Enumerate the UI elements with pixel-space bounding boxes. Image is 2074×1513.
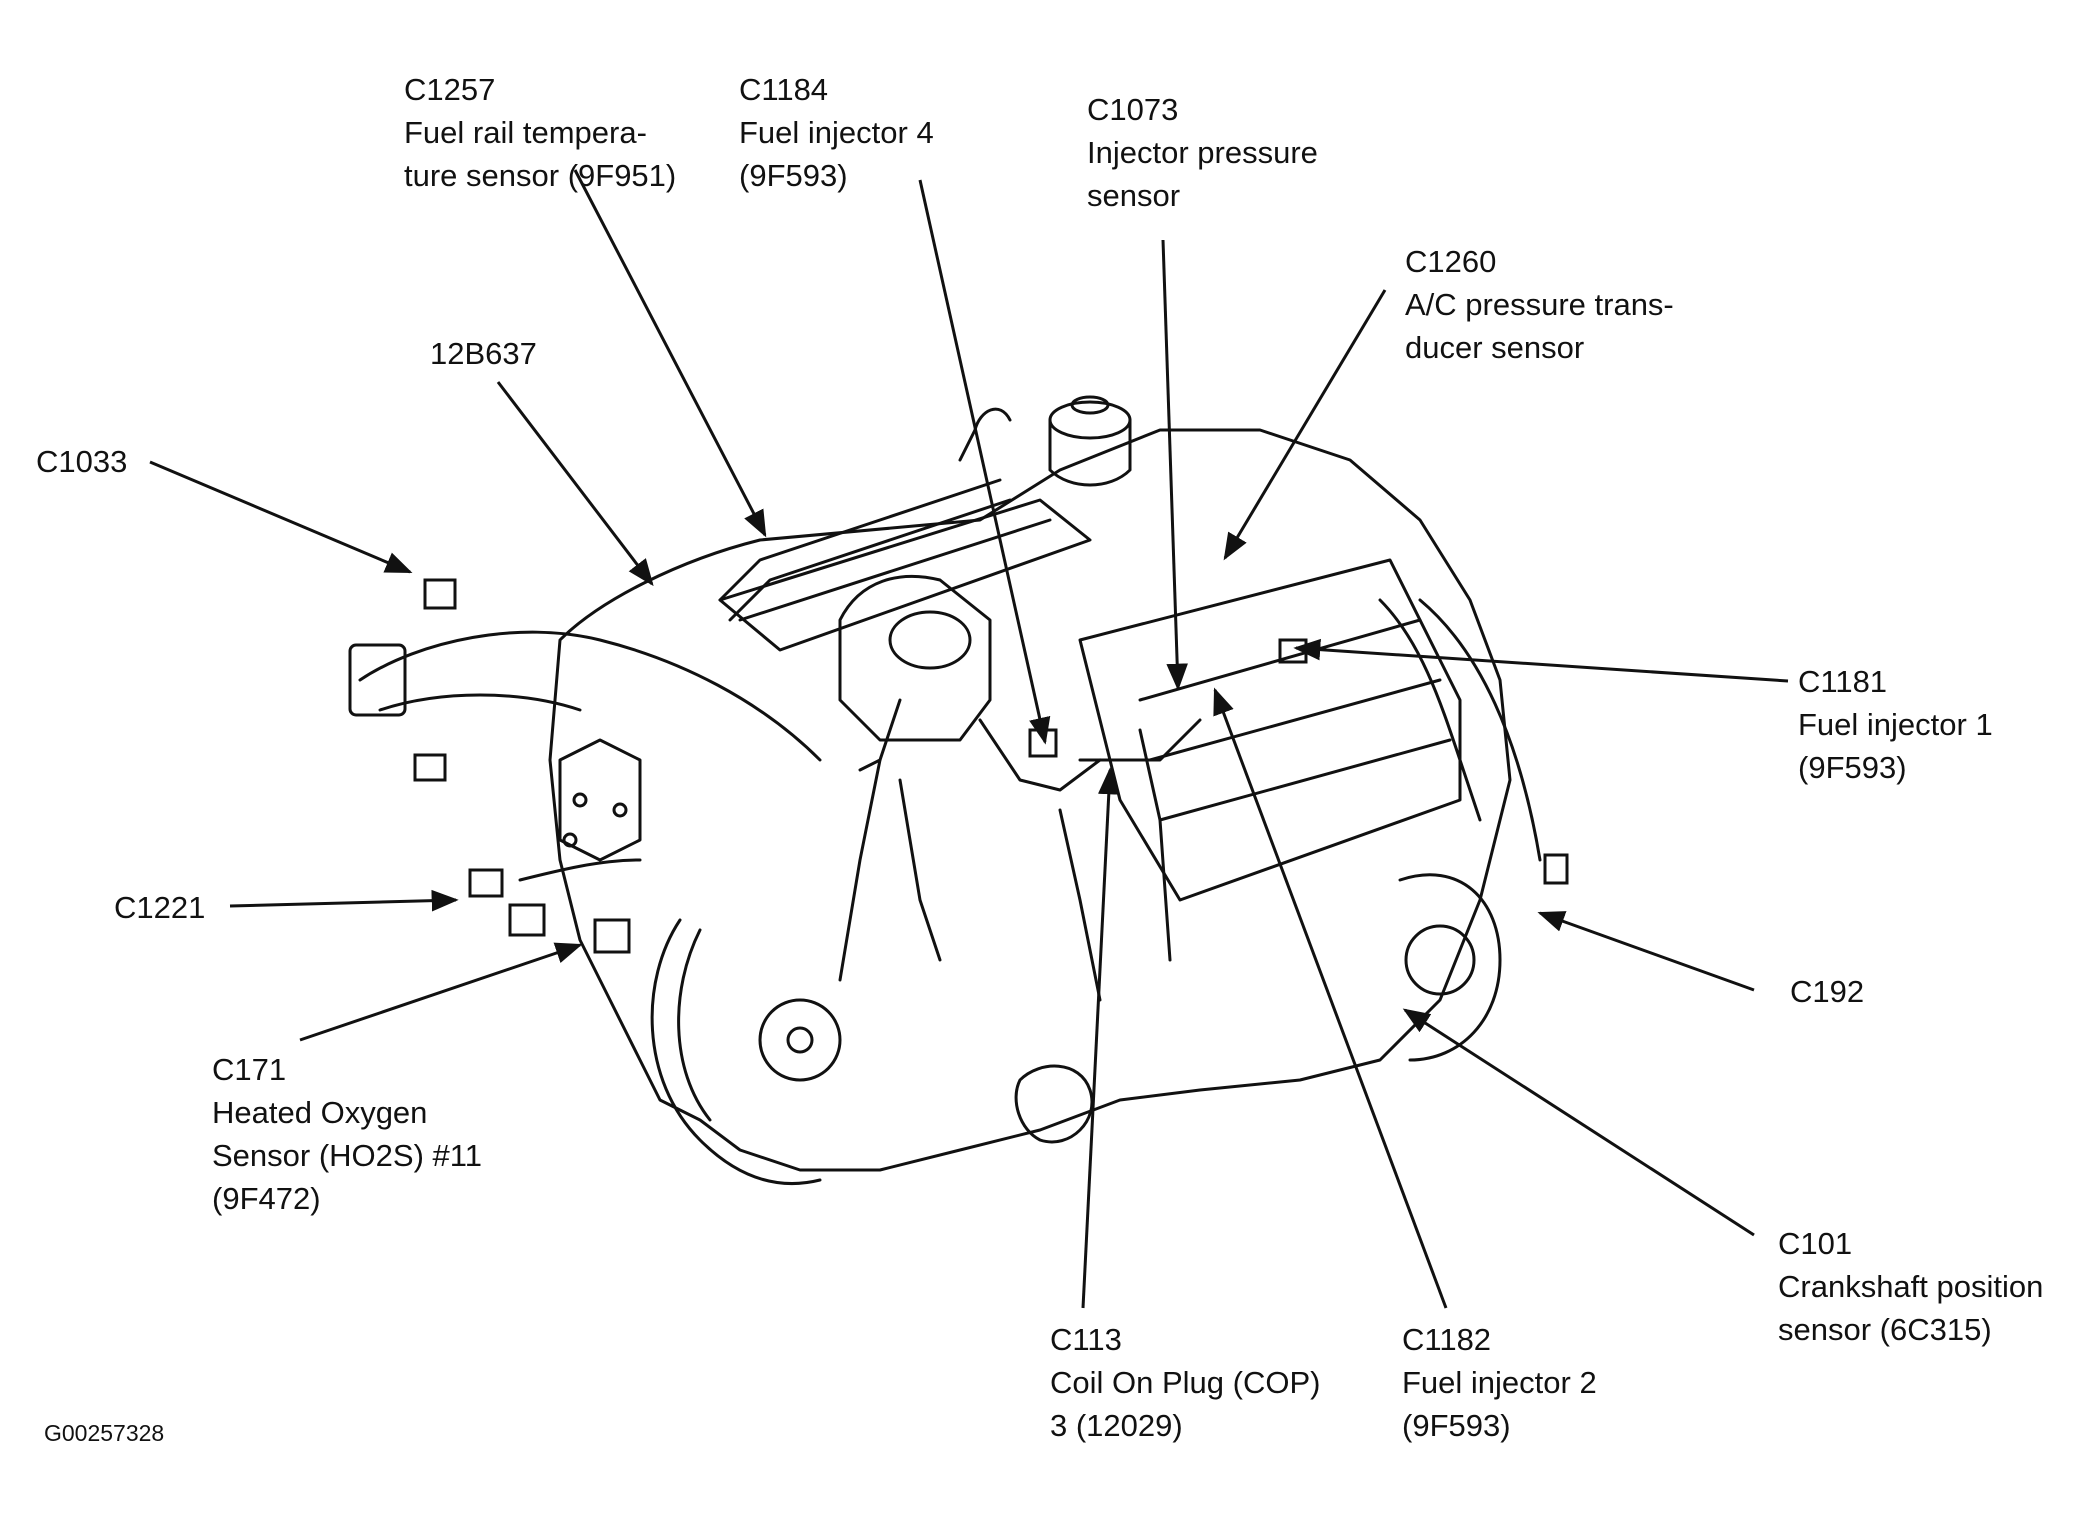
- callout-desc-line: Fuel injector 1: [1798, 707, 1993, 742]
- callout-desc-line: Fuel injector 2: [1402, 1365, 1597, 1400]
- callout-desc-line: (9F593): [739, 158, 848, 193]
- callout-c1181: C1181 Fuel injector 1 (9F593): [1798, 660, 1993, 789]
- callout-code: C1181: [1798, 664, 1888, 699]
- callout-desc-line: ducer sensor: [1405, 330, 1585, 365]
- callout-desc-line: Fuel rail tempera-: [404, 115, 647, 150]
- callout-desc-line: sensor (6C315): [1778, 1312, 1992, 1347]
- figure-id: G00257328: [44, 1420, 165, 1446]
- arrow-c192: [1537, 911, 1755, 992]
- callout-c1033: C1033: [36, 440, 127, 483]
- arrow-c1260: [1223, 289, 1387, 561]
- callout-c101: C101 Crankshaft position sensor (6C315): [1778, 1222, 2043, 1351]
- callout-desc-line: Coil On Plug (COP): [1050, 1365, 1321, 1400]
- callout-code: C1033: [36, 444, 128, 479]
- callout-desc-line: sensor: [1087, 178, 1181, 213]
- callout-desc-line: 3 (12029): [1050, 1408, 1183, 1443]
- callout-code: C1073: [1087, 92, 1179, 127]
- callout-c192: C192: [1790, 970, 1864, 1013]
- callout-c1260: C1260 A/C pressure trans- ducer sensor: [1405, 240, 1674, 369]
- arrow-c1033: [149, 460, 413, 574]
- callout-code: C1221: [114, 890, 206, 925]
- callout-desc-line: (9F593): [1798, 750, 1907, 785]
- callout-code: 12B637: [430, 336, 537, 371]
- callout-c1184: C1184 Fuel injector 4 (9F593): [739, 68, 934, 197]
- callout-desc-line: Fuel injector 4: [739, 115, 934, 150]
- arrow-c1221: [229, 889, 459, 912]
- callout-desc-line: A/C pressure trans-: [1405, 287, 1674, 322]
- callout-code: C101: [1778, 1226, 1853, 1261]
- callout-code: C192: [1790, 974, 1865, 1009]
- callout-code: C171: [212, 1052, 287, 1087]
- callout-desc-line: Heated Oxygen: [212, 1095, 428, 1130]
- arrow-c1182: [1213, 687, 1448, 1309]
- callout-code: C1260: [1405, 244, 1497, 279]
- arrow-c1181: [1293, 638, 1789, 683]
- callout-desc-line: Injector pressure: [1087, 135, 1318, 170]
- arrow-c1184: [918, 179, 1051, 745]
- callout-c113: C113 Coil On Plug (COP) 3 (12029): [1050, 1318, 1320, 1447]
- callout-code: C1184: [739, 72, 829, 107]
- callout-c1257: C1257 Fuel rail tempera- ture sensor (9F…: [404, 68, 676, 197]
- callout-code: C113: [1050, 1322, 1122, 1357]
- callout-code: C1257: [404, 72, 496, 107]
- callout-desc-line: (9F593): [1402, 1408, 1511, 1443]
- arrow-c1257: [573, 169, 767, 538]
- arrow-c171: [299, 942, 583, 1042]
- callout-desc-line: Crankshaft position: [1778, 1269, 2044, 1304]
- callout-desc-line: Sensor (HO2S) #11: [212, 1138, 482, 1173]
- callout-12b637: 12B637: [430, 332, 537, 375]
- callout-c1182: C1182 Fuel injector 2 (9F593): [1402, 1318, 1597, 1447]
- arrow-c1073: [1161, 239, 1188, 691]
- callout-c1073: C1073 Injector pressure sensor: [1087, 88, 1318, 217]
- callout-desc-line: (9F472): [212, 1181, 321, 1216]
- arrow-c113: [1081, 767, 1120, 1309]
- callout-c1221: C1221: [114, 886, 205, 929]
- connector-shapes: [348, 578, 1569, 954]
- arrow-12b637: [496, 381, 654, 587]
- arrow-c101: [1402, 1008, 1755, 1237]
- engine-block-drawing: [358, 395, 1542, 1186]
- leader-arrows: [149, 169, 1789, 1309]
- callout-code: C1182: [1402, 1322, 1492, 1357]
- callout-c171: C171 Heated Oxygen Sensor (HO2S) #11 (9F…: [212, 1048, 482, 1220]
- callout-desc-line: ture sensor (9F951): [404, 158, 677, 193]
